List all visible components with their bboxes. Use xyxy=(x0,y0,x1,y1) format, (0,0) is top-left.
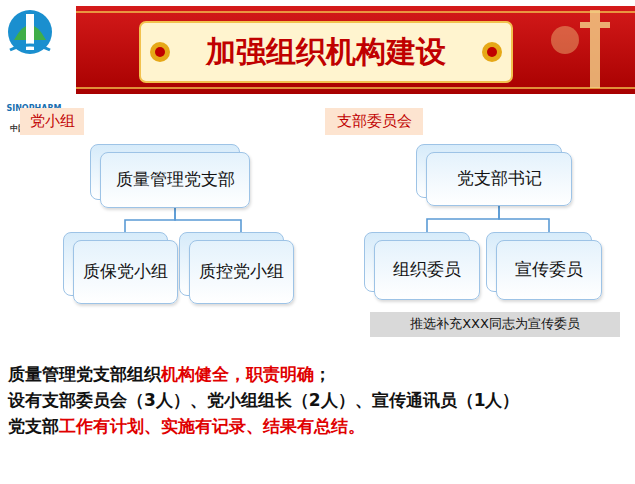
text-holder: 宣传委员 xyxy=(496,240,602,300)
node-text: 党小组 xyxy=(30,112,75,131)
summary-text: 工作有计划、实施有记录、结果有总结。 xyxy=(59,416,365,436)
summary-text: 机构健全，职责明确 xyxy=(161,364,314,384)
org-box: 质控党小组 xyxy=(189,240,294,304)
node-text: 质保党小组 xyxy=(83,261,168,282)
org-box: 组织委员 xyxy=(374,240,480,300)
text-holder: 质量管理党支部 xyxy=(100,152,250,208)
title-holder: 加强组织机构建设 xyxy=(176,28,476,76)
text-holder: 党支部书记 xyxy=(426,152,572,206)
text-holder: 组织委员 xyxy=(374,240,480,300)
summary-text: ； xyxy=(314,364,331,384)
section-tag: 党小组 xyxy=(20,108,84,135)
text-holder: 党小组 xyxy=(20,108,84,135)
slide-title: 加强组织机构建设 xyxy=(206,32,446,73)
summary-text: 设有支部委员会（3人）、党小组组长（2人）、宣传通讯员（1人） xyxy=(8,390,520,410)
text-holder: 支部委员会 xyxy=(325,108,423,135)
tree-connector xyxy=(125,208,175,232)
summary-line: 设有支部委员会（3人）、党小组组长（2人）、宣传通讯员（1人） xyxy=(8,390,520,410)
tree-connector xyxy=(499,206,549,232)
tree-connector xyxy=(427,206,499,232)
text-holder: 质保党小组 xyxy=(73,240,178,304)
summary-line: 党支部工作有计划、实施有记录、结果有总结。 xyxy=(8,416,365,436)
text-holder: 推选补充XXX同志为宣传委员 xyxy=(370,312,620,337)
org-box: 质保党小组 xyxy=(73,240,178,304)
org-box: 宣传委员 xyxy=(496,240,602,300)
org-box: 党支部书记 xyxy=(426,152,572,206)
node-text: 宣传委员 xyxy=(515,259,583,280)
node-text: 推选补充XXX同志为宣传委员 xyxy=(410,316,580,332)
tree-connector xyxy=(175,208,241,232)
node-text: 党支部书记 xyxy=(457,168,542,189)
node-text: 质量管理党支部 xyxy=(116,169,235,190)
summary-line: 质量管理党支部组织机构健全，职责明确； xyxy=(8,364,331,384)
org-box: 质量管理党支部 xyxy=(100,152,250,208)
summary-text: 党支部 xyxy=(8,416,59,436)
node-text: 组织委员 xyxy=(393,259,461,280)
summary-text: 质量管理党支部组织 xyxy=(8,364,161,384)
node-text: 质控党小组 xyxy=(199,261,284,282)
node-text: 支部委员会 xyxy=(337,112,412,131)
note-box: 推选补充XXX同志为宣传委员 xyxy=(370,312,620,337)
section-tag: 支部委员会 xyxy=(325,108,423,135)
text-holder: 质控党小组 xyxy=(189,240,294,304)
